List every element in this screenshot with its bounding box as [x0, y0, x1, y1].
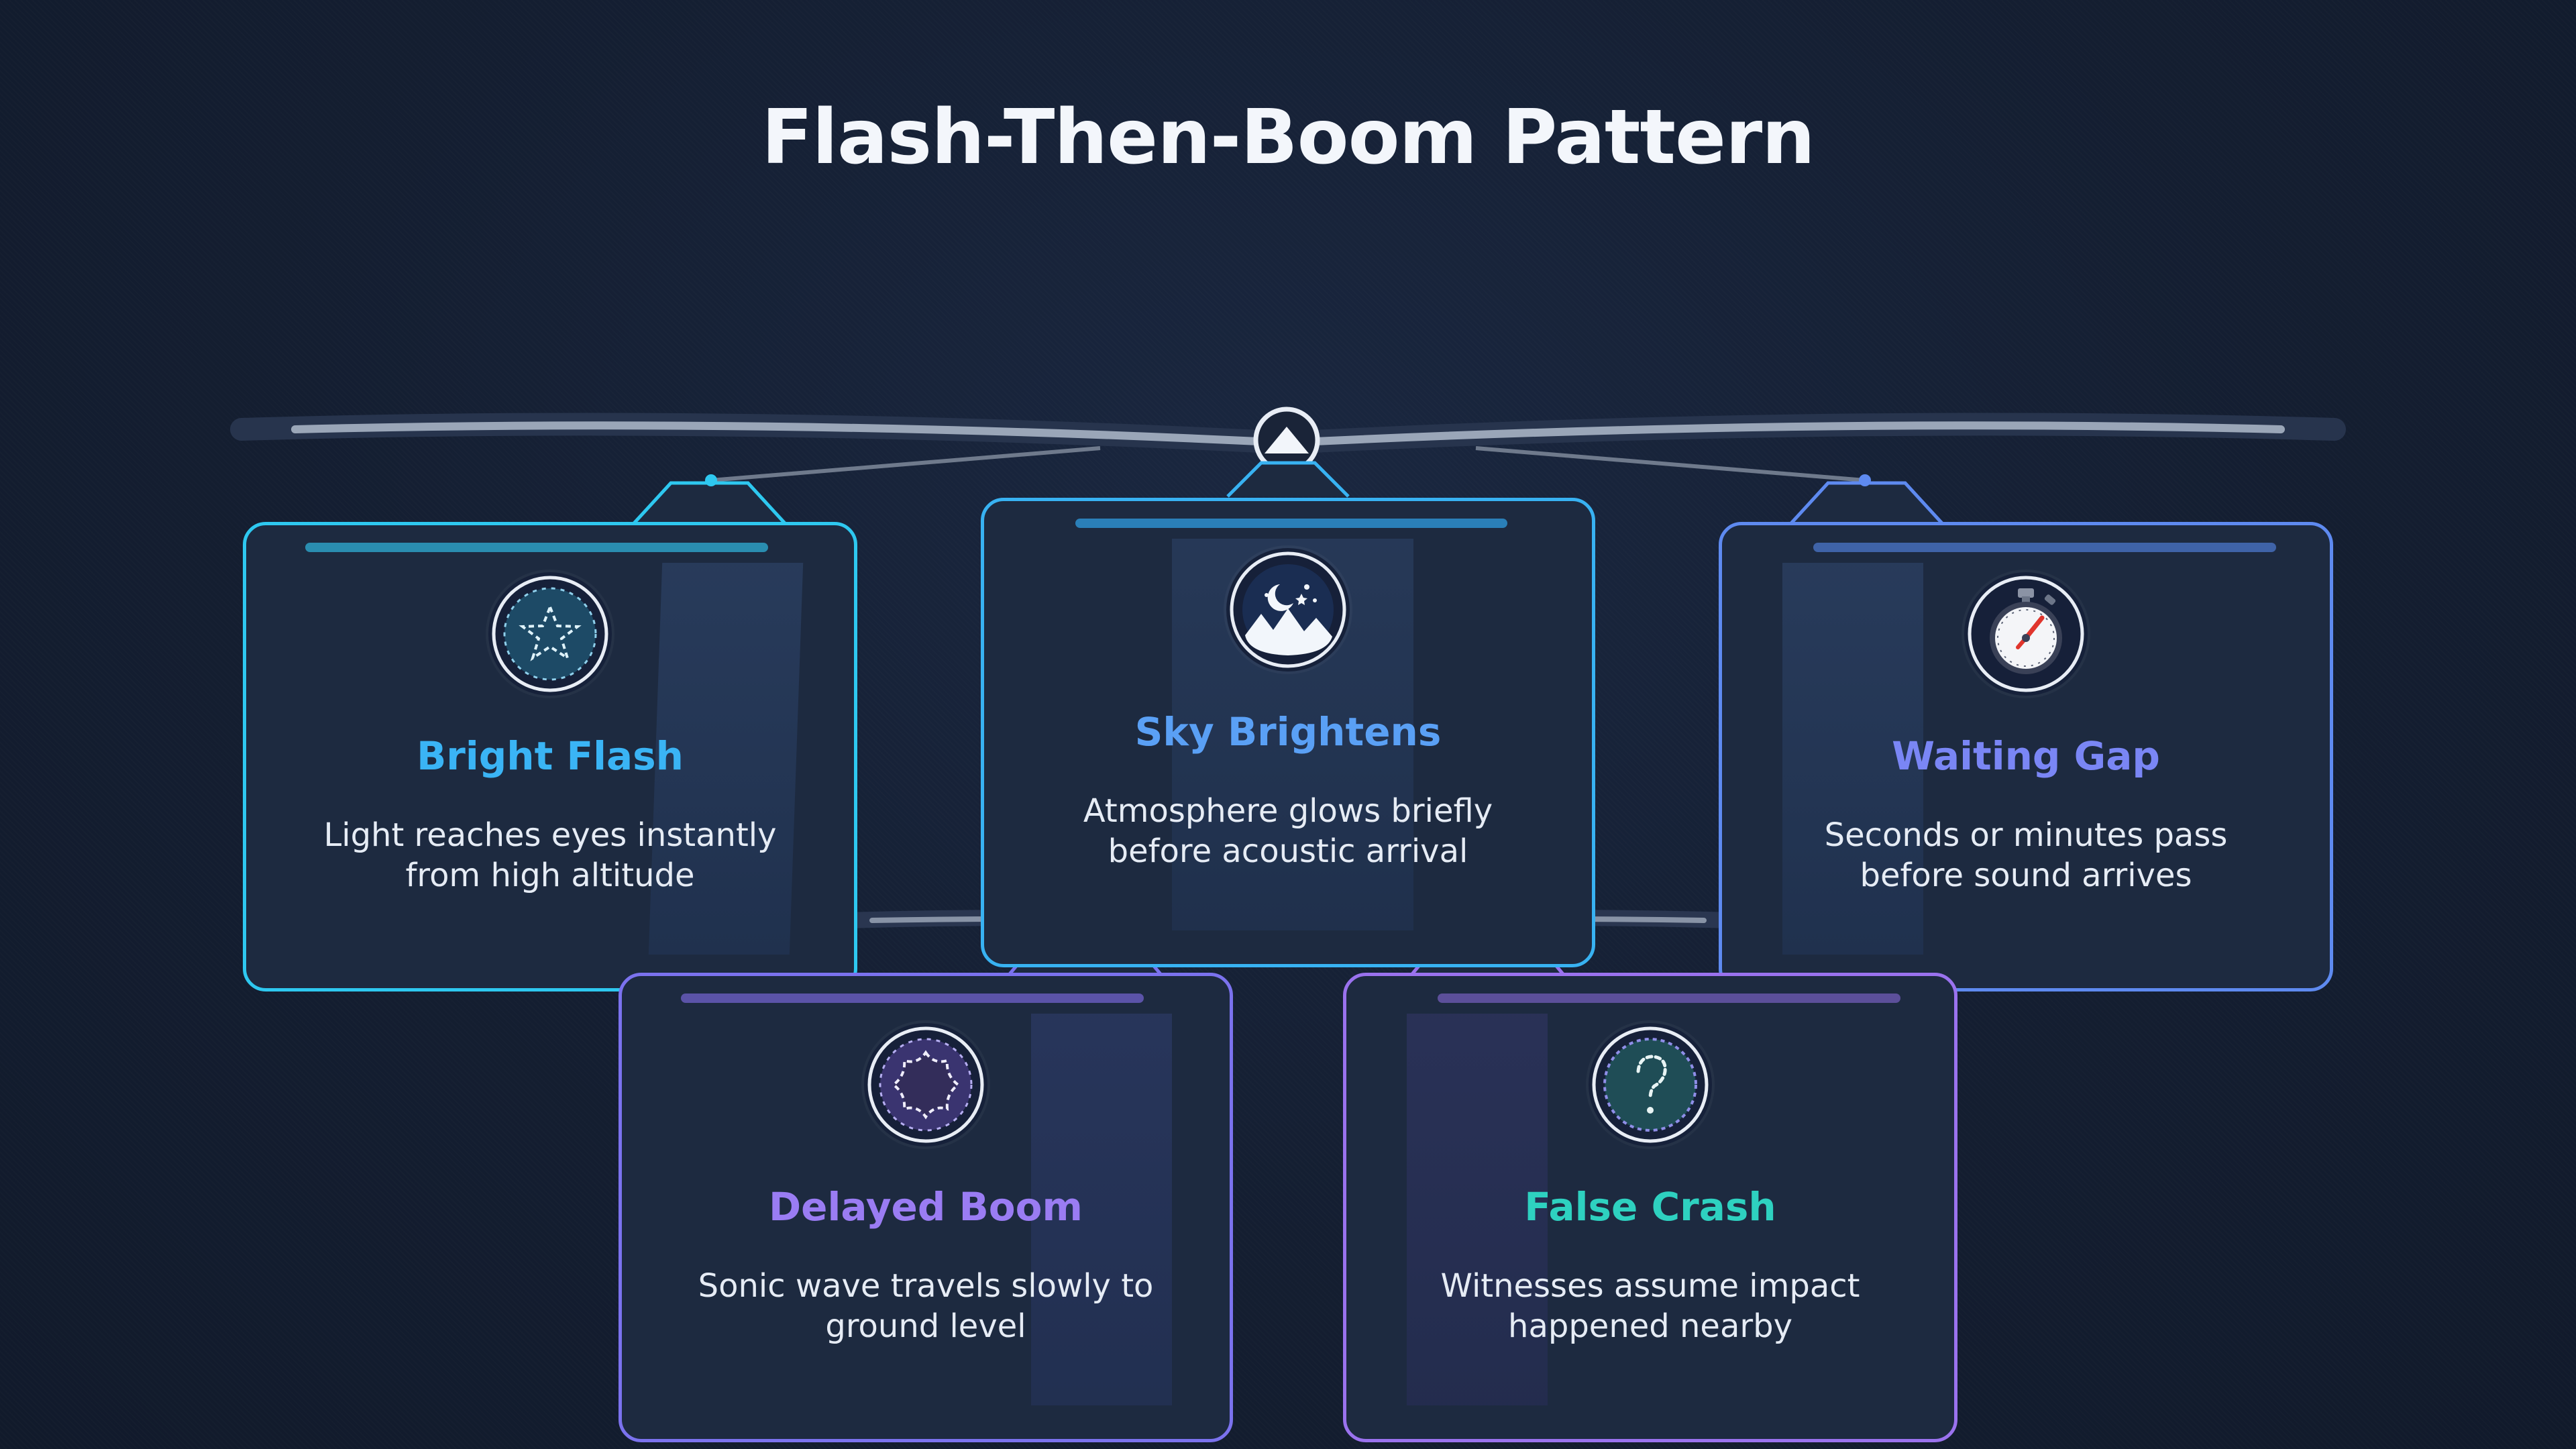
card-bright-flash: Bright Flash Light reaches eyes instantl…	[243, 522, 857, 991]
card-waiting-gap: Waiting Gap Seconds or minutes pass befo…	[1719, 522, 2333, 991]
card-false-crash: False Crash Witnesses assume impact happ…	[1343, 973, 1957, 1442]
card-delayed-boom: Delayed Boom Sonic wave travels slowly t…	[619, 973, 1233, 1442]
card-title: False Crash	[1524, 1184, 1776, 1230]
card-text: Seconds or minutes pass before sound arr…	[1824, 816, 2228, 894]
tab-bright-flash	[633, 481, 786, 525]
card-text: Sonic wave travels slowly to ground leve…	[698, 1267, 1154, 1345]
night-sky-icon	[1226, 548, 1350, 672]
star-icon	[488, 572, 612, 696]
question-icon	[1589, 1023, 1712, 1146]
card-text: Atmosphere glows briefly before acoustic…	[1083, 792, 1493, 870]
card-text: Light reaches eyes instantly from high a…	[323, 816, 777, 894]
card-sky-brightens: Sky Brightens Atmosphere glows briefly b…	[981, 498, 1595, 967]
card-title: Delayed Boom	[769, 1184, 1083, 1230]
stopwatch-icon	[1964, 572, 2088, 696]
card-title: Sky Brightens	[1134, 709, 1442, 755]
card-title: Waiting Gap	[1892, 733, 2160, 779]
tab-waiting-gap	[1790, 481, 1943, 525]
page-title: Flash-Then-Boom Pattern	[761, 94, 1815, 181]
apex-arrow	[1265, 427, 1309, 453]
tab-sky-brightens	[1226, 461, 1350, 498]
burst-icon	[864, 1023, 987, 1146]
card-title: Bright Flash	[417, 733, 684, 779]
card-text: Witnesses assume impact happened nearby	[1440, 1267, 1860, 1345]
